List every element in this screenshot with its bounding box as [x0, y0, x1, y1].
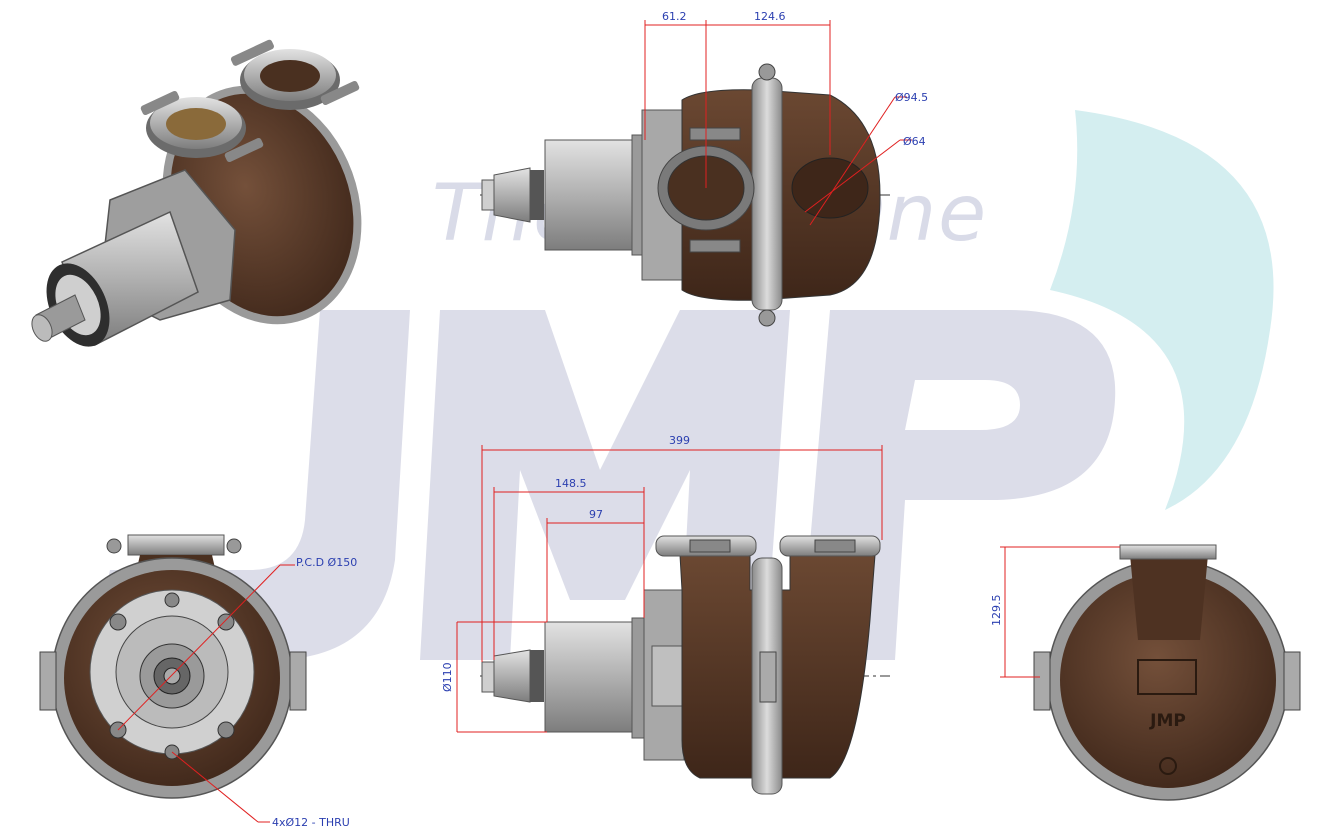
watermark-swoosh — [1050, 110, 1274, 510]
watermark-letter-p — [800, 310, 1116, 660]
dim-97: 97 — [589, 508, 603, 521]
dim-399: 399 — [669, 434, 690, 447]
dim-148-5: 148.5 — [555, 477, 587, 490]
isometric-view — [31, 39, 362, 347]
dim-dia-64: Ø64 — [903, 135, 926, 148]
dim-129-5: 129.5 — [990, 595, 1003, 627]
rear-view: JMP 129.5 — [990, 544, 1301, 801]
dim-124-6: 124.6 — [754, 10, 786, 23]
emboss-logo-text: JMP — [1149, 711, 1186, 731]
dim-4x-12-thru: 4xØ12 - THRU — [272, 816, 350, 829]
dim-dia-110: Ø110 — [441, 662, 454, 692]
dim-61-2: 61.2 — [662, 10, 687, 23]
top-view: 61.2 124.6 Ø94.5 Ø64 — [480, 10, 928, 327]
dim-pcd-150: P.C.D Ø150 — [296, 556, 357, 569]
dim-dia-94-5: Ø94.5 — [895, 91, 928, 104]
front-view: P.C.D Ø150 4xØ12 - THRU — [39, 534, 357, 829]
side-view: 399 148.5 97 Ø110 — [441, 434, 890, 795]
